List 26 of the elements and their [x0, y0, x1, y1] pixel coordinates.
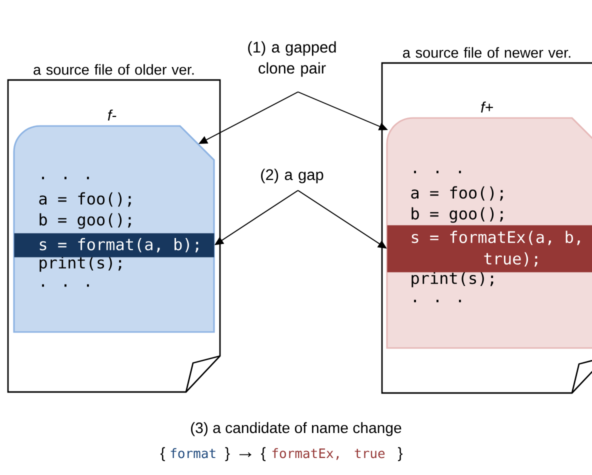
fragment-name: f-: [108, 110, 116, 120]
fragment-name: f+: [481, 102, 493, 112]
code-token: }: [225, 447, 230, 462]
code-line: a = foo();: [39, 192, 131, 207]
code-line: b = goo();: [412, 207, 503, 223]
code-line: b = goo();: [40, 213, 131, 229]
code-token: format: [170, 448, 216, 458]
code-line: . . .: [414, 170, 461, 174]
code-line: a = foo();: [411, 186, 503, 201]
code-line: print(s);: [412, 272, 494, 288]
caption-text: (3) a candidate of name change: [191, 422, 402, 436]
code-token: }: [398, 447, 402, 462]
highlighted-line: s = formatEx(a, b, true);: [387, 225, 592, 272]
page-heading: a source file of newer ver.: [403, 47, 570, 58]
code-token: {: [160, 447, 165, 462]
code-line: . . .: [42, 176, 89, 180]
code-token: {: [261, 447, 266, 462]
code-token: →: [239, 452, 252, 458]
callout-text: (1) a gapped clone pair: [248, 41, 336, 77]
code-line: . . .: [42, 284, 89, 287]
code-token: true: [354, 448, 385, 458]
code-token: formatEx,: [272, 448, 339, 460]
code-line: print(s);: [40, 256, 122, 272]
page-heading: a source file of older ver.: [34, 64, 194, 75]
code-line: . . .: [414, 300, 461, 302]
callout-text: (2) a gap: [261, 168, 324, 184]
